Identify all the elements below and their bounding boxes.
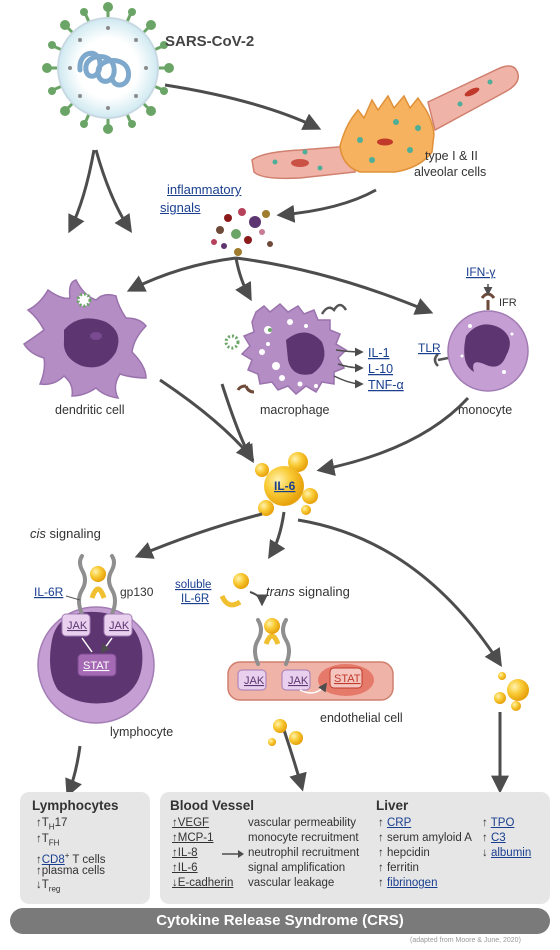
inflammatory-label-1: inflammatory — [167, 182, 242, 197]
trans-signaling-label: trans signaling — [266, 584, 350, 599]
dendritic-cell-icon — [22, 279, 147, 399]
flow-arrows-il6 — [159, 378, 470, 476]
liver-item-saa: ↑ serum amyloid A — [378, 832, 472, 844]
lymphocytes-box: Lymphocytes ↑TH17 ↑TFH ↑CD8+ T cells ↑pl… — [20, 792, 150, 904]
cis-signaling-label: cis signaling — [30, 526, 101, 541]
il6r-label: IL-6R — [34, 585, 64, 599]
blood-liver-box: Blood Vessel ↑VEGF ↑MCP-1 ↑IL-8 ↑IL-6 ↓E… — [160, 792, 550, 904]
lymph-item-th17: ↑TH17 — [36, 817, 68, 832]
macrophage-icon — [224, 302, 348, 396]
blood-marker-mcp1: ↑MCP-1 — [172, 832, 214, 844]
dendritic-label: dendritic cell — [55, 403, 124, 417]
il10-label: L-10 — [368, 362, 393, 376]
jak-label-4: JAK — [288, 675, 309, 687]
flow-arrows-cells — [126, 256, 434, 315]
macrophage-label: macrophage — [260, 403, 330, 417]
soluble-label-1: soluble — [175, 579, 211, 591]
blood-marker-ecadherin: ↓E-cadherin — [172, 877, 234, 889]
flow-arrows-signaling — [65, 511, 509, 798]
liver-title: Liver — [376, 798, 409, 813]
lymphocyte-icon — [37, 554, 155, 724]
lymph-item-tfh: ↑TFH — [36, 833, 60, 848]
credit-note: (adapted from Moore & June, 2020) — [410, 937, 521, 944]
tlr-label: TLR — [418, 341, 441, 355]
lymph-item-treg: ↓Treg — [36, 879, 61, 894]
il1-label: IL-1 — [368, 346, 390, 360]
virus-label: SARS-CoV-2 — [165, 33, 254, 50]
lymphocytes-title: Lymphocytes — [32, 798, 119, 813]
ifn-label: IFN-γ — [466, 265, 495, 279]
inflammatory-label-2: signals — [160, 200, 201, 215]
lymph-item-plasma: ↑plasma cells — [36, 865, 106, 877]
alveolar-label-2: alveolar cells — [414, 165, 486, 179]
monocyte-label: monocyte — [458, 403, 512, 417]
liver-item-hepcidin: ↑ hepcidin — [378, 847, 430, 859]
blood-vessel-title: Blood Vessel — [170, 798, 255, 813]
monocyte-icon — [433, 292, 529, 392]
jak-label-2: JAK — [109, 620, 130, 632]
il6-small-icon — [268, 672, 529, 746]
il6-cluster-icon — [255, 452, 318, 516]
stat-label-1: STAT — [83, 660, 110, 672]
alveolar-label-1: type I & II — [425, 149, 478, 163]
alveolar-cells-icon — [251, 65, 519, 180]
effect-arrow-icon — [222, 850, 244, 858]
blood-effect-5: vascular leakage — [248, 877, 335, 889]
tnf-label: TNF-α — [368, 378, 404, 392]
liver-item-ferritin: ↑ ferritin — [378, 862, 419, 874]
jak-label-1: JAK — [67, 620, 88, 632]
liver-item-fibrinogen: ↑ fibrinogen — [378, 877, 438, 889]
blood-effect-1: vascular permeability — [248, 817, 357, 829]
stat-label-2: STAT — [334, 673, 361, 685]
blood-marker-il6: ↑IL-6 — [172, 862, 198, 874]
virus-icon — [42, 2, 174, 134]
crs-footer-label: Cytokine Release Syndrome (CRS) — [156, 912, 404, 929]
blood-effect-3: neutrophil recruitment — [248, 847, 360, 859]
flow-arrows-top — [68, 83, 377, 234]
endothelial-label: endothelial cell — [320, 711, 403, 725]
soluble-il6r-icon — [219, 573, 268, 608]
lymph-item-cd8: ↑CD8+ T cells — [36, 851, 106, 866]
blood-marker-il8: ↑IL-8 — [172, 847, 198, 859]
gp130-label: gp130 — [120, 585, 154, 599]
il6-label: IL-6 — [274, 479, 296, 493]
liver-item-albumin: ↓ albumin — [482, 847, 532, 859]
inflammatory-signals-icon — [211, 208, 273, 256]
blood-effect-2: monocyte recruitment — [248, 832, 359, 844]
liver-item-c3: ↑ C3 — [482, 832, 506, 844]
il6r-pointer — [65, 595, 81, 601]
crs-footer-bar: Cytokine Release Syndrome (CRS) — [10, 908, 550, 934]
endothelial-cell-icon — [227, 618, 394, 701]
blood-effect-4: signal amplification — [248, 862, 346, 874]
ifr-label: IFR — [499, 297, 517, 309]
liver-item-crp: ↑ CRP — [378, 817, 412, 829]
cytokine-release-arrows — [333, 347, 364, 389]
soluble-label-2: IL-6R — [181, 593, 209, 605]
liver-item-tpo: ↑ TPO — [482, 817, 515, 829]
blood-marker-vegf: ↑VEGF — [172, 817, 210, 829]
jak-label-3: JAK — [244, 675, 265, 687]
lymphocyte-label: lymphocyte — [110, 725, 173, 739]
